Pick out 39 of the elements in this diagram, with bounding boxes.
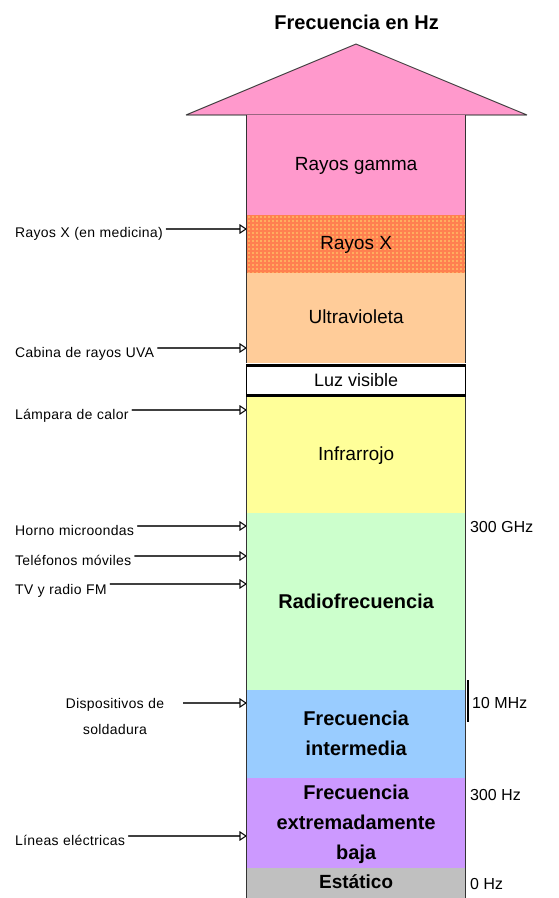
source-label: Líneas eléctricas <box>15 827 126 853</box>
spectrum-band <box>246 364 466 397</box>
source-label: Dispositivos de soldadura <box>50 690 180 742</box>
band-label: Rayos X <box>319 232 393 256</box>
spectrum-band <box>246 273 466 363</box>
band-label: Frecuencia extremadamente baja <box>276 781 436 866</box>
spectrum-band <box>246 513 466 690</box>
arrow <box>128 831 247 841</box>
frequency-label: 10 MHz <box>472 694 528 714</box>
source-label: Teléfonos móviles <box>15 547 132 573</box>
arrow <box>134 551 247 561</box>
band-label: Estático <box>318 870 394 895</box>
arrow <box>132 405 247 415</box>
spectrum-band <box>246 115 466 215</box>
title: Frecuencia en Hz <box>273 11 440 36</box>
spectrum-band <box>246 397 466 513</box>
frequency-label: 0 Hz <box>470 875 503 895</box>
source-label: Lámpara de calor <box>15 401 129 427</box>
frequency-label: 300 GHz <box>470 518 534 538</box>
arrow <box>157 343 247 353</box>
spectrum-band <box>246 778 466 868</box>
band-label: Ultravioleta <box>307 306 405 330</box>
band-label: Radiofrecuencia <box>277 590 435 614</box>
band-label: Frecuencia intermedia <box>302 707 410 762</box>
spectrum-band <box>246 868 466 898</box>
spectrum-band <box>246 215 466 273</box>
arrow <box>110 579 247 589</box>
arrow <box>183 698 247 708</box>
arrow <box>137 521 247 531</box>
source-label: Rayos X (en medicina) <box>15 219 163 245</box>
source-label: Cabina de rayos UVA <box>15 339 154 365</box>
source-label: TV y radio FM <box>15 576 107 602</box>
spectrum-band <box>246 690 466 778</box>
band-label: Infrarrojo <box>316 442 396 467</box>
band-label: Luz visible <box>312 369 400 392</box>
band-label: Rayos gamma <box>294 152 418 177</box>
frequency-label: 300 Hz <box>470 786 521 806</box>
arrow <box>166 224 247 234</box>
source-label: Horno microondas <box>15 517 134 543</box>
